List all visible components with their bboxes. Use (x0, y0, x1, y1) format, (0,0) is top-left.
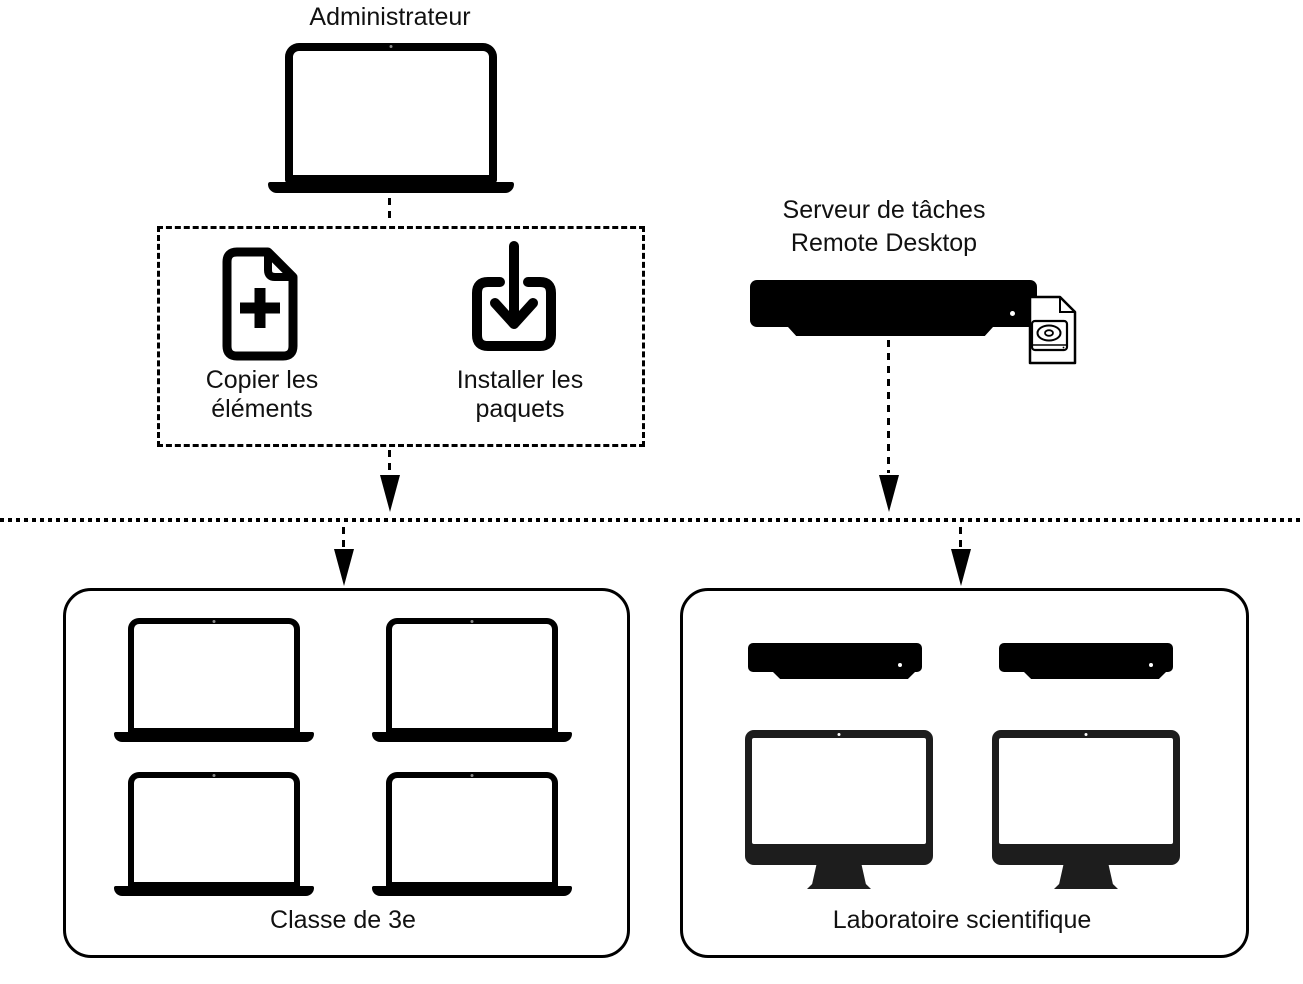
install-packages-label: Installer les paquets (456, 366, 584, 423)
camera-dot-icon (470, 620, 474, 623)
laptop-screen (386, 618, 558, 734)
desktop-frame (745, 730, 933, 865)
document-add-icon (222, 247, 298, 361)
arrowhead-actions (380, 475, 400, 512)
laptop-screen (386, 772, 558, 888)
lab-desktop-icon (992, 730, 1180, 889)
desktop-frame (992, 730, 1180, 865)
lab-label: Laboratoire scientifique (832, 906, 1092, 934)
classroom-label: Classe de 3e (270, 906, 416, 934)
connector-server-to-divider (887, 340, 890, 473)
server-body (999, 643, 1173, 672)
power-light-dot (1010, 311, 1015, 316)
laptop-base (372, 886, 572, 896)
install-package-icon (472, 241, 556, 351)
network-divider-line (0, 518, 1303, 522)
classroom-laptop-icon (372, 772, 572, 896)
classroom-laptop-icon (114, 772, 314, 896)
desktop-screen (999, 738, 1173, 844)
arrowhead-lab (951, 549, 971, 586)
connector-admin-to-actions (388, 198, 391, 224)
lab-server-icon (748, 643, 922, 679)
laptop-base (114, 886, 314, 896)
disk-file-icon (1028, 295, 1077, 365)
desktop-stand (807, 864, 871, 889)
camera-dot-icon (389, 45, 393, 48)
server-body (750, 280, 1037, 327)
copy-items-label: Copier les éléments (205, 366, 319, 423)
power-light-dot (1149, 663, 1153, 667)
laptop-base (114, 732, 314, 742)
server-body (748, 643, 922, 672)
admin-label: Administrateur (309, 3, 471, 31)
server-base (788, 327, 993, 336)
camera-dot-icon (1084, 733, 1088, 736)
laptop-base (372, 732, 572, 742)
connector-divider-to-classroom (342, 527, 345, 548)
connector-divider-to-lab (959, 527, 962, 548)
task-server-label: Serveur de tâches Remote Desktop (782, 196, 986, 257)
connector-actions-to-divider (388, 450, 391, 474)
camera-dot-icon (837, 733, 841, 736)
laptop-screen (128, 618, 300, 734)
desktop-stand (1054, 864, 1118, 889)
server-base (773, 672, 915, 679)
camera-dot-icon (212, 774, 216, 777)
classroom-laptop-icon (372, 618, 572, 742)
lab-desktop-icon (745, 730, 933, 889)
laptop-screen (285, 43, 497, 183)
lab-server-icon (999, 643, 1173, 679)
camera-dot-icon (470, 774, 474, 777)
laptop-screen (128, 772, 300, 888)
actions-dashed-box (157, 226, 645, 447)
laptop-base (268, 182, 514, 193)
arrowhead-classroom (334, 549, 354, 586)
camera-dot-icon (212, 620, 216, 623)
power-light-dot (898, 663, 902, 667)
desktop-screen (752, 738, 926, 844)
task-server-icon (750, 280, 1037, 336)
server-base (1024, 672, 1166, 679)
arrowhead-server (879, 475, 899, 512)
admin-laptop-icon (268, 43, 514, 193)
classroom-laptop-icon (114, 618, 314, 742)
